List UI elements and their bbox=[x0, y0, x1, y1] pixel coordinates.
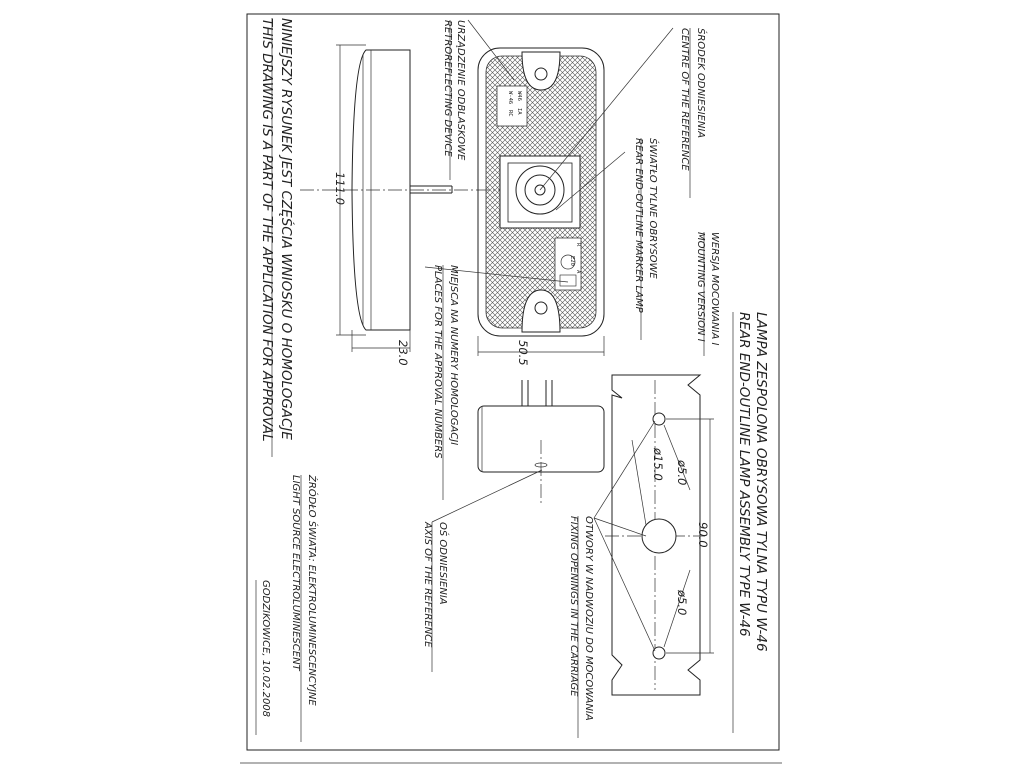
lamp-label-en: REAR END-OUTLINE MARKER LAMP bbox=[633, 138, 644, 314]
mounting-pl: WERSJA MOCOWANIA I bbox=[709, 232, 720, 346]
place-date-text: GODZIKOWICE, 10.02.2008 bbox=[260, 580, 271, 717]
light-source-note: ŹRÓDŁO ŚWIATA: ELEKTROLUMINESCENCYJNE LI… bbox=[290, 474, 319, 742]
lower-lamp-cables bbox=[521, 380, 553, 406]
title-en: REAR END-OUTLINE LAMP ASSEMBLY TYPE W-46 bbox=[736, 312, 752, 637]
dim-hole-large: ø15.0 bbox=[651, 447, 665, 481]
profile-outline bbox=[351, 49, 411, 331]
mounting-version: WERSJA MOCOWANIA I MOUNTING VERSION I bbox=[695, 232, 720, 356]
callout-centre: ŚRODEK ODNIESIENIA CENTRE OF THE REFEREN… bbox=[679, 28, 708, 198]
light-source-ring bbox=[524, 174, 556, 206]
place-date: GODZIKOWICE, 10.02.2008 bbox=[255, 580, 271, 735]
mark-e20: E20 bbox=[569, 256, 575, 266]
leader-axis bbox=[431, 469, 543, 523]
upper-fixing-hole bbox=[652, 412, 666, 426]
carriage-panel bbox=[611, 374, 702, 696]
application-en: THIS DRAWING IS A PART OF THE APPLICATIO… bbox=[259, 18, 275, 442]
mounting-layout: 90.0 ø5.0 ø15.0 ø5.0 bbox=[605, 374, 714, 696]
leader-retro bbox=[467, 19, 515, 81]
callout-lamp: ŚWIATŁO TYLNE OBRYSOWE REAR END-OUTLINE … bbox=[633, 138, 660, 340]
lamp-body bbox=[477, 47, 605, 337]
dim-hole-small-2: ø5.0 bbox=[675, 589, 689, 615]
light-source-outer bbox=[515, 165, 565, 215]
mark-r: R bbox=[575, 243, 581, 247]
leader-holes-centre bbox=[593, 517, 647, 537]
application-pl: NINIEJSZY RYSUNEK JEST CZĘŚCIA WNIOSKU O… bbox=[278, 18, 296, 440]
lower-lamp-view bbox=[477, 380, 605, 505]
leader-places bbox=[424, 266, 569, 283]
marking-plate-top bbox=[496, 85, 528, 127]
title-block: LAMPA ZESPOLONA OBRYSOWA TYLNA TYPU W-46… bbox=[732, 312, 769, 733]
light-source-pl: ŹRÓDŁO ŚWIATA: ELEKTROLUMINESCENCYJNE bbox=[306, 474, 319, 706]
leader-centre bbox=[539, 27, 674, 191]
marking-line1: W46 bbox=[516, 91, 522, 101]
lower-fixing-hole bbox=[652, 646, 666, 660]
e-mark-circle bbox=[560, 254, 576, 270]
light-source-en: LIGHT SOURCE ELECTROLUMINESCENT bbox=[290, 475, 301, 672]
front-view: W46 IA W-46 RC R E20 A 50.5 bbox=[477, 47, 605, 366]
axis-label-pl: OŚ ODNIESIENIA bbox=[437, 522, 450, 605]
marking-line2: IA bbox=[516, 108, 522, 115]
centre-label-en: CENTRE OF THE REFERENCE bbox=[679, 28, 690, 171]
callout-leaders bbox=[424, 19, 674, 652]
leader-holes-upper bbox=[593, 420, 656, 519]
dim-hole-spacing: 90.0 bbox=[696, 522, 710, 548]
holes-label-en: FIXING OPENINGS IN THE CARRIAGE bbox=[568, 516, 579, 697]
drawing-frame bbox=[246, 13, 780, 751]
dim-width: 50.5 bbox=[516, 340, 530, 366]
holes-label-pl: OTWORY W NADWOZIU DO MOCOWANIA bbox=[583, 516, 594, 721]
callout-holes: OTWORY W NADWOZIU DO MOCOWANIA FIXING OP… bbox=[568, 516, 594, 738]
dim-hole-small-1: ø5.0 bbox=[675, 459, 689, 485]
light-source-centre bbox=[534, 184, 546, 196]
centre-hole bbox=[641, 518, 677, 554]
profile-cable bbox=[410, 185, 453, 194]
places-label-pl: MIEJSCA NA NUMERY HOMOLOGACJI bbox=[448, 265, 459, 445]
mounting-en: MOUNTING VERSION I bbox=[695, 232, 706, 342]
axis-label-en: AXIS OF THE REFERENCE bbox=[422, 521, 433, 648]
bottom-mounting-hole bbox=[534, 301, 548, 315]
callout-retro: URZĄDZENIE ODBLASKOWE RETROREFLECTING DE… bbox=[442, 20, 466, 180]
leader-hole-small-2 bbox=[663, 569, 691, 648]
marking-line4: RC bbox=[507, 110, 513, 117]
places-label-en: PLACES FOR THE APPROVAL NUMBERS bbox=[432, 265, 443, 459]
leader-hole-large bbox=[631, 439, 647, 526]
mark-a: A bbox=[575, 270, 581, 274]
dim-length: 111.0 bbox=[333, 172, 347, 205]
leader-lamp bbox=[555, 151, 626, 211]
top-mounting-hole bbox=[534, 67, 548, 81]
retro-label-en: RETROREFLECTING DEVICE bbox=[442, 20, 453, 157]
retro-label-pl: URZĄDZENIE ODBLASKOWE bbox=[455, 20, 466, 161]
leader-hole-small-1 bbox=[663, 424, 691, 491]
marking-line3: W-46 bbox=[507, 91, 513, 104]
centre-label-pl: ŚRODEK ODNIESIENIA bbox=[695, 28, 708, 138]
dim-depth: 23.0 bbox=[396, 340, 410, 366]
lamp-label-pl: ŚWIATŁO TYLNE OBRYSOWE bbox=[647, 138, 660, 279]
callout-axis: OŚ ODNIESIENIA AXIS OF THE REFERENCE bbox=[422, 521, 450, 672]
light-window-inner bbox=[507, 162, 573, 223]
callout-places: MIEJSCA NA NUMERY HOMOLOGACJI PLACES FOR… bbox=[432, 265, 459, 500]
title-pl: LAMPA ZESPOLONA OBRYSOWA TYLNA TYPU W-46 bbox=[753, 312, 769, 652]
leader-holes-lower bbox=[593, 517, 656, 652]
application-note: NINIEJSZY RYSUNEK JEST CZĘŚCIA WNIOSKU O… bbox=[259, 18, 296, 457]
approval-number-box bbox=[559, 274, 577, 287]
